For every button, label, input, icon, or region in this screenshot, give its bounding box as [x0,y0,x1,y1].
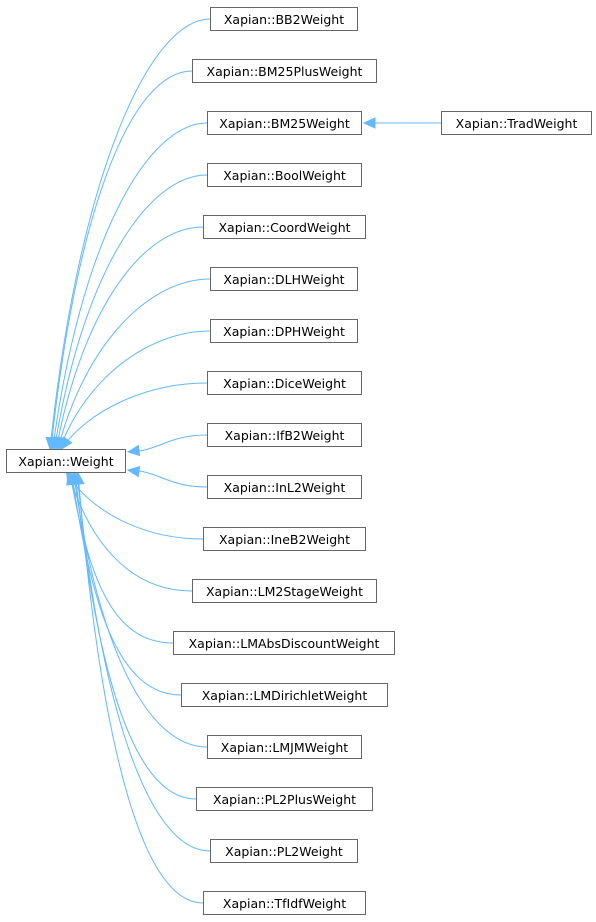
arrowhead-tf-idf-weight [73,471,85,485]
class-node-bb2-weight[interactable]: Xapian::BB2Weight [210,7,358,31]
class-node-lmdirichlet-weight[interactable]: Xapian::LMDirichletWeight [181,683,388,707]
class-node-pl2-plus-weight[interactable]: Xapian::PL2PlusWeight [196,787,373,811]
class-node-ine-b2-weight[interactable]: Xapian::IneB2Weight [203,527,366,551]
class-node-coord-weight[interactable]: Xapian::CoordWeight [203,215,366,239]
edge-tf-idf-weight-to-weight [77,472,204,904]
edge-ine-b2-weight-to-weight [66,472,204,540]
class-node-pl2-weight[interactable]: Xapian::PL2Weight [210,839,358,863]
edge-bm25-weight-to-weight [52,122,208,450]
edge-lmdirichlet-weight-to-weight [71,472,182,696]
edge-in-l2-weight-to-weight [127,469,208,488]
class-node-bm25-plus-weight[interactable]: Xapian::BM25PlusWeight [192,59,377,83]
class-node-dlhweight[interactable]: Xapian::DLHWeight [210,267,358,291]
class-node-in-l2-weight[interactable]: Xapian::InL2Weight [207,475,362,499]
base-class-node-weight: Xapian::Weight [6,449,126,473]
arrowhead-trad-weight [362,117,376,129]
class-node-lm2-stage-weight[interactable]: Xapian::LM2StageWeight [192,579,377,603]
arrowhead-dice-weight [60,436,73,451]
edge-coord-weight-to-weight [55,226,204,450]
edge-dice-weight-to-weight [60,382,208,450]
edge-dlhweight-to-weight [57,278,211,450]
edge-bb2-weight-to-weight [49,18,211,450]
edge-bool-weight-to-weight [53,174,208,450]
class-node-bm25-weight[interactable]: Xapian::BM25Weight [207,111,362,135]
edge-if-b2-weight-to-weight [127,434,208,453]
arrowhead-in-l2-weight [126,465,141,478]
class-node-dphweight[interactable]: Xapian::DPHWeight [210,319,358,343]
edge-bm25-plus-weight-to-weight [50,70,193,450]
arrowhead-if-b2-weight [126,444,141,457]
edge-lm2-stage-weight-to-weight [67,472,193,592]
class-node-lmjmweight[interactable]: Xapian::LMJMWeight [207,735,362,759]
class-node-if-b2-weight[interactable]: Xapian::IfB2Weight [207,423,362,447]
edge-dphweight-to-weight [59,330,211,450]
class-node-tf-idf-weight[interactable]: Xapian::TfIdfWeight [203,891,366,915]
class-node-dice-weight[interactable]: Xapian::DiceWeight [207,371,362,395]
class-node-trad-weight[interactable]: Xapian::TradWeight [441,111,592,135]
edge-lmabs-discount-weight-to-weight [69,472,174,644]
class-node-bool-weight[interactable]: Xapian::BoolWeight [207,163,362,187]
class-node-lmabs-discount-weight[interactable]: Xapian::LMAbsDiscountWeight [173,631,395,655]
